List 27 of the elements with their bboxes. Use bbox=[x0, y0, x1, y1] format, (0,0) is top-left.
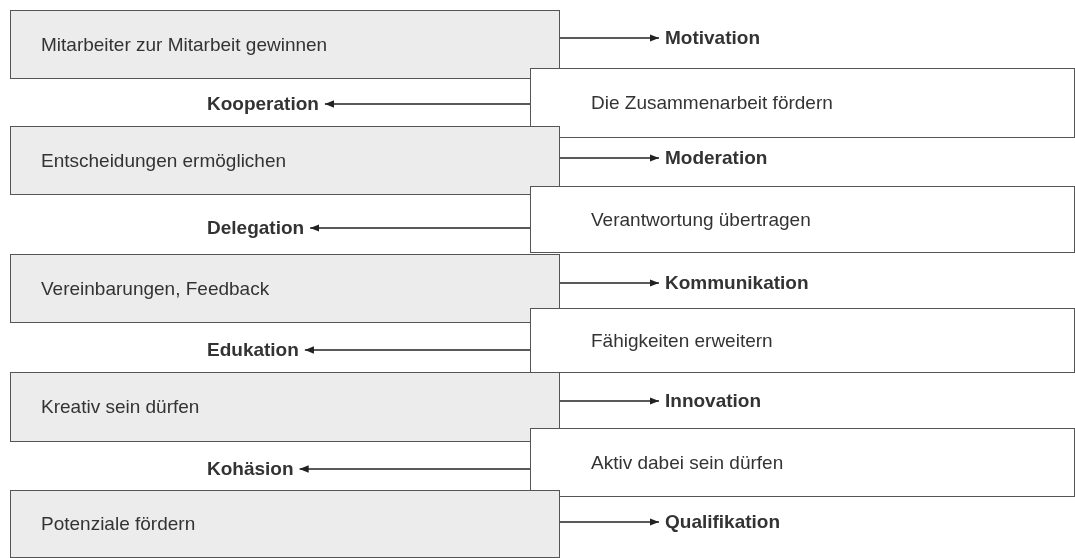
bold-label: Delegation bbox=[207, 217, 305, 239]
text-box: Entscheidungen ermöglichen bbox=[10, 126, 560, 195]
arrow bbox=[559, 518, 660, 526]
bold-label: Moderation bbox=[665, 147, 768, 169]
arrow bbox=[559, 279, 660, 287]
text-box: Fähigkeiten erweitern bbox=[530, 308, 1075, 373]
arrow bbox=[559, 34, 660, 42]
text-box: Die Zusammenarbeit fördern bbox=[530, 68, 1075, 138]
arrow bbox=[559, 154, 660, 162]
bold-label: Innovation bbox=[665, 390, 762, 412]
arrow bbox=[304, 346, 531, 354]
text-box: Vereinbarungen, Feedback bbox=[10, 254, 560, 323]
arrow bbox=[559, 397, 660, 405]
bold-label: Kohäsion bbox=[207, 458, 294, 480]
text-box: Kreativ sein dürfen bbox=[10, 372, 560, 442]
arrow bbox=[309, 224, 531, 232]
arrow bbox=[324, 100, 531, 108]
text-box: Potenziale fördern bbox=[10, 490, 560, 558]
arrow bbox=[298, 465, 531, 473]
bold-label: Motivation bbox=[665, 27, 760, 49]
bold-label: Kommunikation bbox=[665, 272, 809, 294]
bold-label: Qualifikation bbox=[665, 511, 781, 533]
text-box: Aktiv dabei sein dürfen bbox=[530, 428, 1075, 497]
text-box: Verantwortung übertragen bbox=[530, 186, 1075, 253]
bold-label: Edukation bbox=[207, 339, 299, 361]
bold-label: Kooperation bbox=[207, 93, 319, 115]
text-box: Mitarbeiter zur Mitarbeit gewinnen bbox=[10, 10, 560, 79]
